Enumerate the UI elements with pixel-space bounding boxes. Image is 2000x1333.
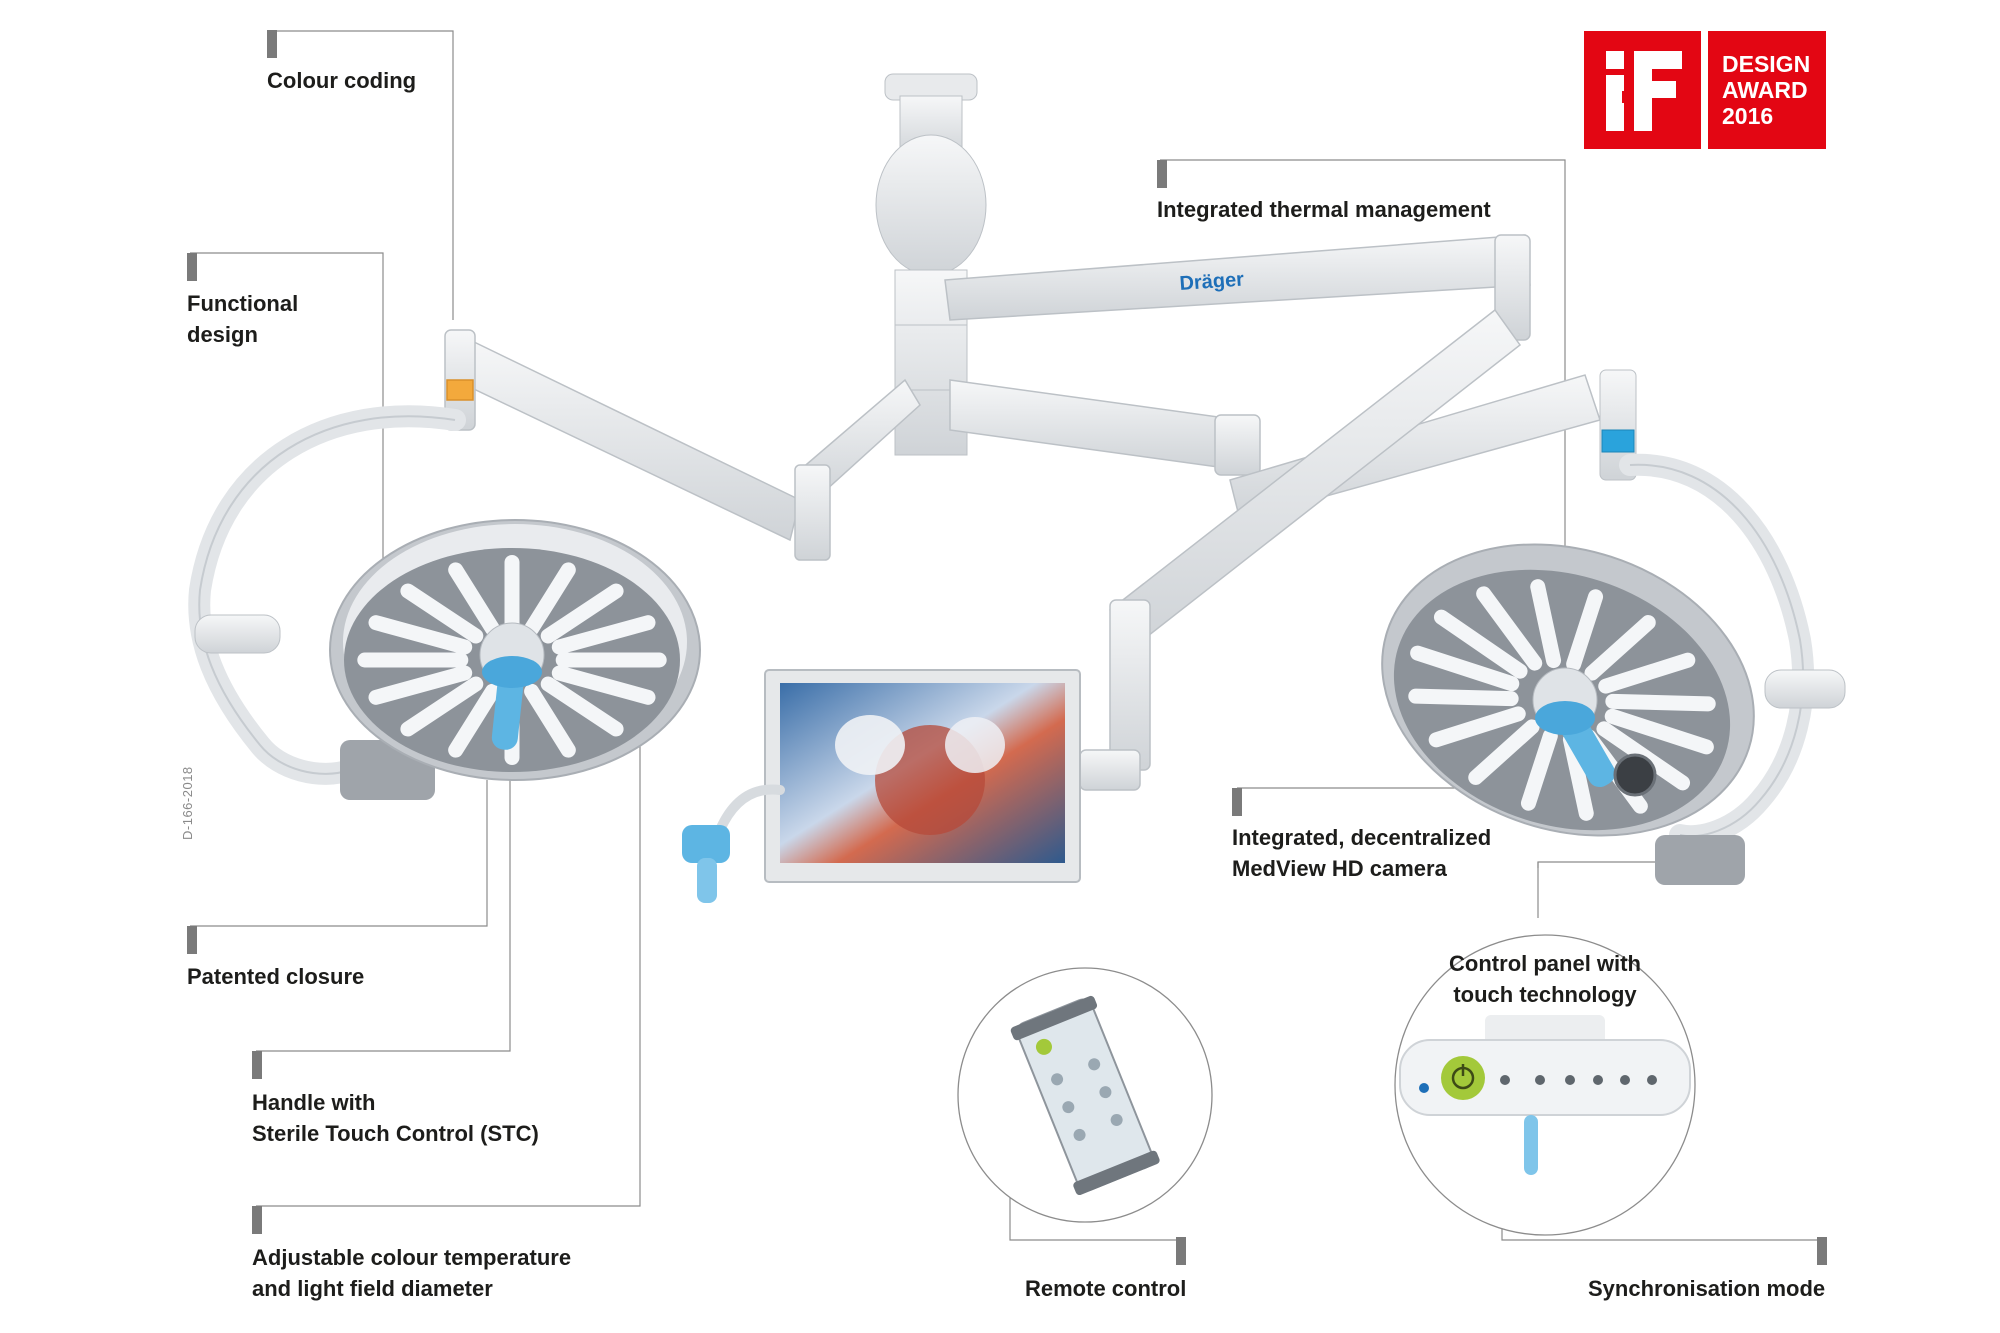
led-segment [1605,693,1716,712]
document-id: D-166-2018 [180,766,195,840]
power-button-icon [1441,1056,1485,1100]
award-text: DESIGN AWARD 2016 [1708,31,1826,149]
leader-patented [190,780,488,927]
label-remote-control: Remote control [1025,1276,1187,1301]
led-segment [1433,609,1528,679]
led-segment [368,665,473,705]
left-lamp-head [329,519,701,800]
leader-functional-design [190,252,384,560]
led-segment [1408,688,1519,707]
led-segment [551,665,656,705]
spring-arms [444,234,1601,791]
right-lamp-head [1381,543,1755,885]
monitor [682,669,1081,903]
leader-colour-coding [270,30,454,320]
left-yoke-joint [194,614,281,654]
led-segment [1598,652,1696,694]
right-arm-joint [1599,369,1637,481]
medview-camera [1613,753,1657,797]
led-segment [448,683,500,758]
label-adjustable: Adjustable colour temperature and light … [252,1245,572,1301]
led-segment [368,615,473,655]
led-segment [1520,728,1558,811]
led-segment [1604,708,1714,755]
led-segment [448,562,500,637]
led-segment [400,583,484,644]
led-segment [1530,579,1562,669]
control-panel-inset [1394,934,1696,1236]
led-segment [1566,589,1604,672]
leader-handle [256,730,511,1052]
if-design-award-logo: DESIGN AWARD 2016 [1584,31,1826,149]
led-segment [540,583,624,644]
leader-adjustable [256,610,641,1207]
right-yoke-joint [1764,669,1846,709]
led-segment [1584,615,1656,681]
leader-thermal [1160,159,1566,575]
led-segment [540,676,624,737]
if-logo-icon [1606,51,1682,131]
led-segment [1468,719,1540,785]
label-sync-mode: Synchronisation mode [1588,1276,1826,1301]
brand-logo-arm: Dräger [1179,269,1245,295]
if-logo-mark [1584,31,1701,149]
led-segment [524,562,576,637]
label-patented-closure: Patented closure [187,964,365,989]
led-segment [551,615,656,655]
label-functional-design: Functional design [187,291,299,347]
label-handle: Handle with Sterile Touch Control (STC) [252,1090,539,1146]
led-segment [524,683,576,758]
led-segment [1476,586,1543,671]
label-integrated-thermal: Integrated thermal management [1157,197,1491,222]
led-segment [1428,706,1526,748]
panel-handle [1524,1115,1538,1175]
label-markers [187,30,1827,1265]
led-segment [400,676,484,737]
remote-control-inset [957,967,1213,1223]
label-camera: Integrated, decentralized MedView HD cam… [1232,825,1492,881]
label-control-panel: Control panel with touch technology [1449,951,1641,1007]
leader-control-panel-2 [1537,860,1661,918]
label-colour-coding: Colour coding [267,68,417,93]
led-segment [1410,645,1520,692]
